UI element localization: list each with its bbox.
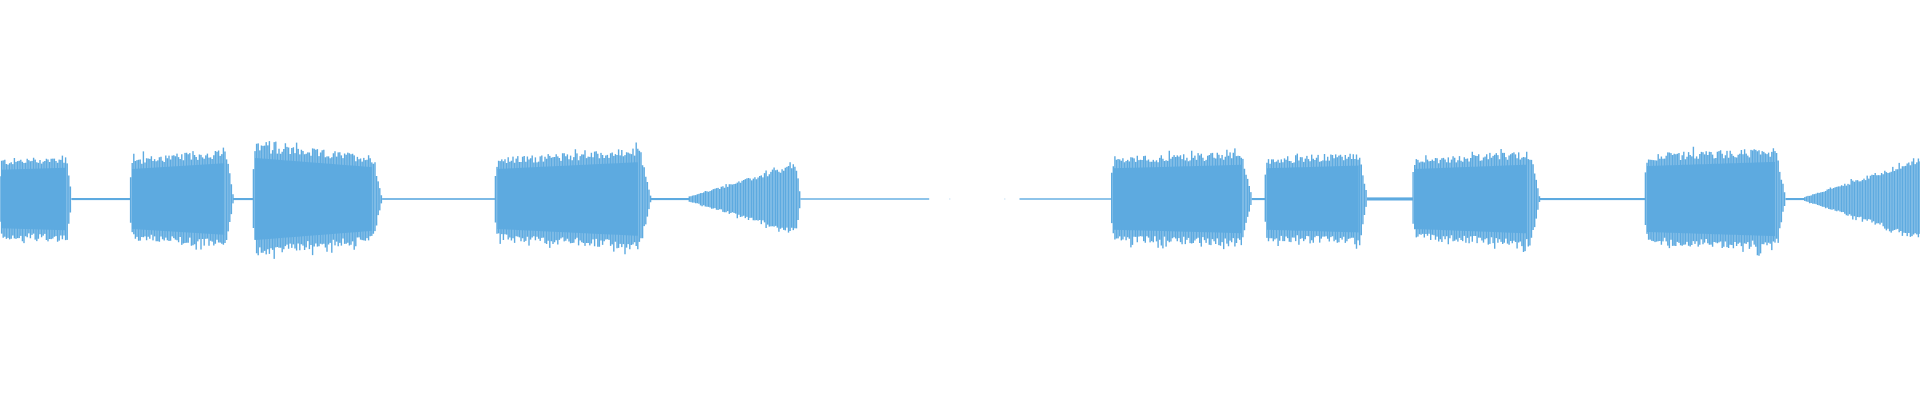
waveform-segment-burst	[0, 155, 73, 244]
waveform-body	[1647, 161, 1776, 237]
waveform-sample	[800, 198, 930, 200]
waveform-segment-burst	[1111, 148, 1252, 250]
waveform-segment-silence	[1367, 197, 1414, 201]
waveform-segment-silence	[800, 198, 930, 200]
waveform-segment-burst	[129, 147, 234, 250]
waveform-track	[0, 141, 1920, 259]
waveform-segment-burst	[1264, 153, 1367, 249]
waveform-sample	[1004, 198, 1006, 200]
waveform-sample	[650, 198, 690, 201]
waveform-segment-silence	[233, 198, 254, 201]
waveform-segment-burst	[494, 142, 652, 255]
waveform-sample	[949, 198, 951, 200]
waveform-sample	[1539, 198, 1646, 201]
waveform-sample	[72, 198, 131, 201]
waveform-sample	[1804, 158, 1920, 238]
waveform-sample	[233, 198, 254, 201]
waveform-body	[132, 163, 225, 235]
waveform-segment-ramp	[1804, 158, 1920, 238]
waveform-segment-burst	[1412, 149, 1541, 252]
waveform-segment-gap	[949, 198, 1006, 200]
waveform-segment-silence	[382, 198, 496, 200]
waveform-sample	[1367, 197, 1414, 201]
waveform-sample	[1785, 198, 1805, 201]
waveform-segment-silence	[650, 198, 690, 201]
waveform-segment-silence	[1019, 198, 1112, 200]
waveform-segment-silence	[72, 198, 131, 201]
waveform-sample	[382, 198, 496, 200]
waveform-body	[255, 158, 372, 240]
waveform-segment-silence	[1539, 198, 1646, 201]
waveform-segment-burst	[252, 141, 383, 259]
waveform-segment-silence	[1785, 198, 1805, 201]
waveform-sample	[688, 162, 801, 233]
waveform-segment-ramp	[688, 162, 801, 233]
waveform-segment-silence	[1251, 198, 1266, 201]
waveform-body	[1266, 165, 1359, 233]
waveform-body	[1415, 164, 1527, 234]
waveform-body	[1113, 164, 1242, 234]
waveform-body	[1, 167, 66, 231]
waveform-body	[497, 162, 638, 236]
waveform-sample	[1251, 198, 1266, 201]
waveform-segment-burst	[1644, 146, 1786, 256]
waveform-sample	[1019, 198, 1112, 200]
